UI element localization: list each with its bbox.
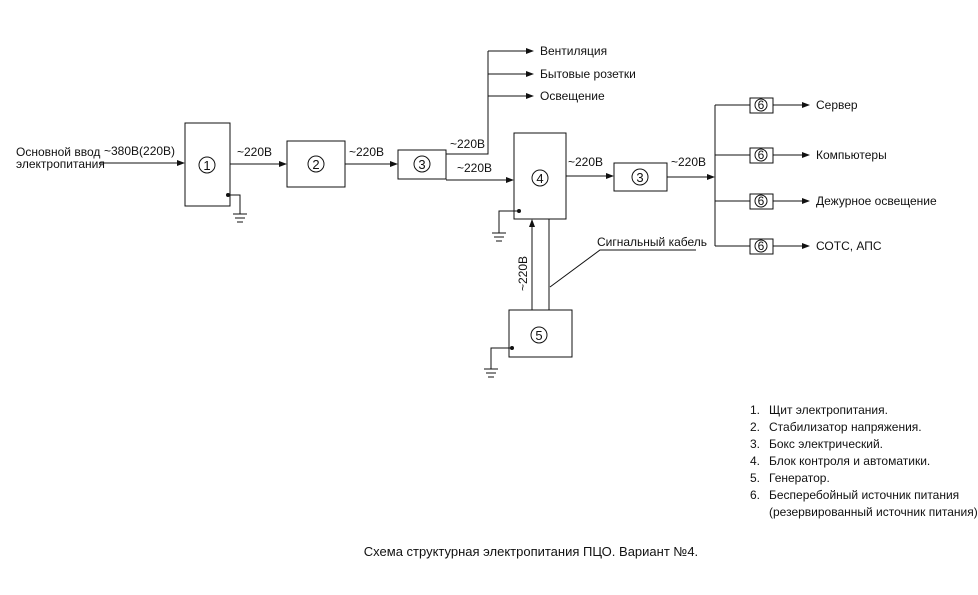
- ups-3-label: 6: [758, 194, 765, 208]
- input-label-line2: электропитания: [16, 157, 105, 171]
- legend-num: 6.: [750, 488, 760, 502]
- arrow: [526, 93, 534, 99]
- ups-2-label: 6: [758, 148, 765, 162]
- output-ventilation: Вентиляция: [540, 44, 607, 58]
- arrow: [177, 160, 185, 166]
- diagram-caption: Схема структурная электропитания ПЦО. Ва…: [364, 544, 698, 559]
- ground-wire: [228, 194, 241, 214]
- voltage-1: ~220В: [237, 145, 272, 159]
- box-5-marker: [530, 326, 548, 344]
- output-server: Сервер: [816, 98, 858, 112]
- legend-text: Щит электропитания.: [769, 403, 888, 417]
- arrow: [802, 243, 810, 249]
- voltage-6: ~220В: [568, 155, 603, 169]
- arrow: [802, 102, 810, 108]
- legend-text: (резервированный источник питания).: [769, 505, 978, 519]
- box-4-marker: [531, 169, 549, 187]
- arrow: [606, 173, 614, 179]
- legend-text: Стабилизатор напряжения.: [769, 420, 922, 434]
- legend-text: Генератор.: [769, 471, 830, 485]
- voltage-5: ~220В: [516, 256, 530, 291]
- legend: 1. Щит электропитания. 2. Стабилизатор н…: [750, 403, 978, 519]
- ups-1-label: 6: [758, 98, 765, 112]
- box-5-label: 5: [535, 328, 542, 343]
- ups-4-label: 6: [758, 239, 765, 253]
- arrow: [529, 219, 535, 227]
- arrow: [390, 161, 398, 167]
- output-sockets: Бытовые розетки: [540, 67, 636, 81]
- box-2-marker: [307, 155, 325, 173]
- voltage-2: ~220В: [349, 145, 384, 159]
- signal-cable-label: Сигнальный кабель: [597, 235, 707, 249]
- output-lighting: Освещение: [540, 89, 605, 103]
- box-3a-label: 3: [418, 157, 425, 172]
- legend-num: 2.: [750, 420, 760, 434]
- output-sots-aps: СОТС, АПС: [816, 239, 882, 253]
- legend-text: Бокс электрический.: [769, 437, 883, 451]
- box-1-label: 1: [203, 158, 210, 173]
- voltage-3: ~220В: [450, 137, 485, 151]
- box-2-label: 2: [312, 157, 319, 172]
- input-label-line1: Основной ввод: [16, 145, 100, 159]
- output-emergency-lighting: Дежурное освещение: [816, 194, 937, 208]
- arrow: [526, 71, 534, 77]
- legend-text: Бесперебойный источник питания: [769, 488, 959, 502]
- legend-num: 3.: [750, 437, 760, 451]
- arrow: [802, 198, 810, 204]
- legend-text: Блок контроля и автоматики.: [769, 454, 930, 468]
- arrow: [707, 174, 715, 180]
- box-3b-marker: [631, 168, 649, 186]
- box-3a-marker: [413, 155, 431, 173]
- signal-leader: [549, 249, 696, 288]
- voltage-4: ~220В: [457, 161, 492, 175]
- box-1-marker: [198, 156, 216, 174]
- legend-num: 5.: [750, 471, 760, 485]
- legend-num: 4.: [750, 454, 760, 468]
- arrow: [526, 48, 534, 54]
- ground-wire: [490, 347, 512, 369]
- output-computers: Компьютеры: [816, 148, 887, 162]
- arrow: [279, 161, 287, 167]
- ground-wire: [498, 210, 519, 233]
- arrow: [506, 177, 514, 183]
- wire-branch-top: [446, 51, 489, 155]
- box-4-label: 4: [536, 171, 543, 186]
- input-voltage: ~380В(220В): [104, 144, 175, 158]
- box-3b-label: 3: [636, 170, 643, 185]
- legend-num: 1.: [750, 403, 760, 417]
- arrow: [802, 152, 810, 158]
- voltage-7: ~220В: [671, 155, 706, 169]
